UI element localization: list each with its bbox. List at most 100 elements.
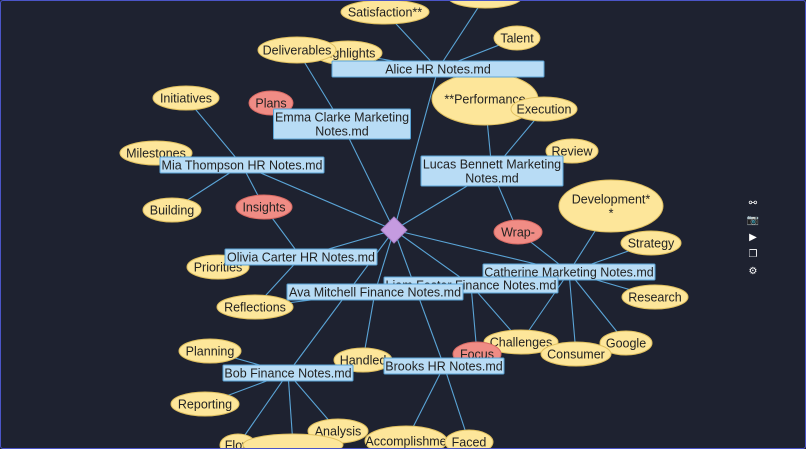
edge-center-mia — [241, 164, 395, 231]
tag-node-reflections[interactable]: Reflections — [216, 294, 294, 320]
file-node-ava[interactable]: Ava Mitchell Finance Notes.md — [286, 283, 464, 301]
node-label: Analysis — [315, 425, 362, 439]
windows-icon[interactable]: ❐ — [748, 248, 758, 260]
tag-node-deliverables[interactable]: Deliverables — [257, 36, 337, 64]
tag-node-ellipse — [621, 284, 689, 310]
center-node[interactable] — [380, 216, 408, 244]
file-node-bob[interactable]: Bob Finance Notes.md — [222, 364, 354, 382]
tag-node-ellipse — [340, 1, 430, 25]
node-label: Talent — [500, 32, 534, 46]
node-label: Bob Finance Notes.md — [224, 367, 351, 381]
tag-node-satisfaction[interactable]: Satisfaction** — [340, 1, 430, 25]
tag-node-ellipse — [493, 25, 541, 51]
tag-node-planning[interactable]: Planning — [178, 338, 242, 364]
edge-catherine-google — [568, 271, 627, 344]
highlight-node-wrap[interactable]: Wrap- — [493, 219, 543, 245]
file-node-box — [222, 364, 354, 382]
tag-node-strategy[interactable]: Strategy — [620, 230, 682, 256]
file-node-alice[interactable]: Alice HR Notes.md — [331, 60, 545, 78]
file-node-box — [383, 357, 505, 375]
node-label: Satisfaction** — [348, 6, 422, 20]
tag-node-ellipse — [142, 197, 202, 223]
edge-bob-flow — [237, 372, 289, 446]
node-label: **Performance — [444, 93, 525, 107]
tag-node-ellipse — [257, 36, 337, 64]
node-label: Initiatives — [160, 92, 212, 106]
tag-node-tag-bottom[interactable] — [242, 433, 344, 449]
tag-node-google[interactable]: Google — [599, 330, 653, 356]
tag-node-ellipse — [178, 338, 242, 364]
highlight-node-insights[interactable]: Insights — [235, 194, 293, 220]
node-label: Plans — [255, 97, 286, 111]
node-label: Lucas Bennett Marketing — [423, 158, 561, 172]
file-node-box — [420, 155, 564, 187]
node-label: Review — [552, 145, 594, 159]
file-node-box — [159, 156, 325, 174]
node-label: Ava Mitchell Finance Notes.md — [289, 286, 461, 300]
node-label: Building — [150, 204, 195, 218]
node-label: Notes.md — [465, 172, 519, 186]
tag-node-initiatives[interactable]: Initiatives — [152, 85, 220, 111]
tag-node-ellipse — [540, 341, 612, 367]
file-node-box — [482, 263, 656, 281]
node-label: Consumer — [547, 348, 605, 362]
file-node-olivia[interactable]: Olivia Carter HR Notes.md — [224, 248, 378, 266]
tag-node-faced[interactable]: Faced — [444, 429, 494, 449]
tag-node-talent[interactable]: Talent — [493, 25, 541, 51]
node-label: Research — [628, 291, 682, 305]
node-label: Development* — [572, 193, 651, 207]
tag-node-execution[interactable]: Execution — [510, 96, 578, 122]
edge-center-liam — [393, 229, 472, 286]
tag-node-research[interactable]: Research — [621, 284, 689, 310]
tag-node-building[interactable]: Building — [142, 197, 202, 223]
camera-icon[interactable]: 📷 — [746, 214, 760, 226]
tag-node-consumer[interactable]: Consumer — [540, 341, 612, 367]
tag-node-ellipse — [242, 433, 344, 448]
tag-node-ellipse — [449, 1, 521, 9]
file-node-box — [286, 283, 464, 301]
tag-node-ellipse — [216, 294, 294, 320]
edge-center-emma — [341, 123, 395, 231]
tag-node-accomplishments[interactable]: Accomplishme — [364, 425, 448, 449]
node-label: Catherine Marketing Notes.md — [484, 266, 654, 280]
file-node-brooks[interactable]: Brooks HR Notes.md — [383, 357, 505, 375]
node-label: Mia Thompson HR Notes.md — [162, 159, 323, 173]
node-label: Flow — [225, 439, 252, 449]
file-node-box — [331, 60, 545, 78]
node-label: Challenges — [490, 336, 553, 350]
node-label: Reporting — [178, 398, 232, 412]
file-node-catherine[interactable]: Catherine Marketing Notes.md — [482, 263, 656, 281]
tag-node-reporting[interactable]: Reporting — [170, 391, 240, 417]
node-label: Reflections — [224, 301, 286, 315]
node-label: Faced — [452, 436, 487, 449]
file-node-box — [273, 108, 411, 140]
tag-node-ellipse — [170, 391, 240, 417]
video-camera-icon[interactable]: ▶ — [749, 231, 757, 243]
edge-center-alice — [393, 68, 439, 231]
node-label: * — [609, 207, 614, 221]
link-options-icon[interactable]: ⚯ — [748, 197, 758, 209]
tag-node-ellipse — [444, 429, 494, 448]
tag-node-ellipse — [510, 96, 578, 122]
graph-toolbar: ⚯ 📷 ▶ ❐ ⚙ — [745, 197, 761, 277]
tag-node-development[interactable]: Development** — [558, 179, 664, 233]
node-label: Olivia Carter HR Notes.md — [227, 251, 375, 265]
highlight-node-ellipse — [493, 219, 543, 245]
file-node-mia[interactable]: Mia Thompson HR Notes.md — [159, 156, 325, 174]
gear-icon[interactable]: ⚙ — [748, 265, 758, 277]
tag-node-ellipse — [620, 230, 682, 256]
node-label: Deliverables — [263, 44, 332, 58]
tag-node-ellipse — [558, 179, 664, 233]
file-node-box — [224, 248, 378, 266]
node-label: Strategy — [628, 237, 675, 251]
node-label: Brooks HR Notes.md — [385, 360, 502, 374]
tag-node-tag-top[interactable] — [448, 1, 522, 9]
node-label: Accomplishme — [365, 435, 446, 449]
node-label: Google — [606, 337, 646, 351]
highlight-node-ellipse — [235, 194, 293, 220]
tag-node-ellipse — [152, 85, 220, 111]
